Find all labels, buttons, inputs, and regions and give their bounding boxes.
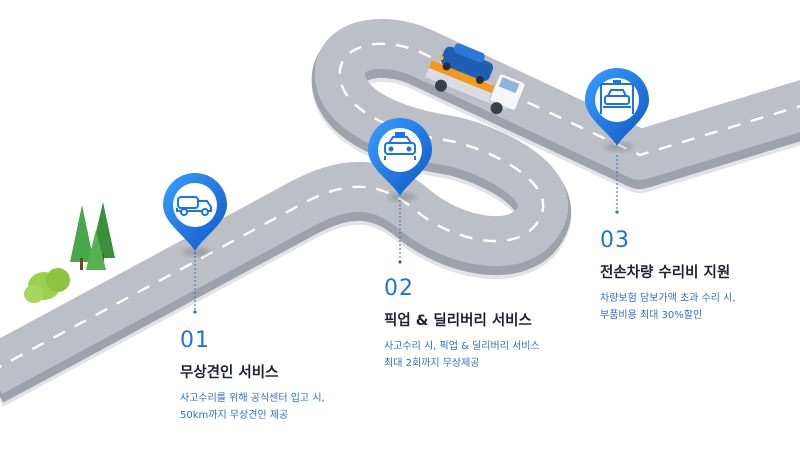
trees: [70, 202, 115, 270]
step-title: 전손차량 수리비 지원: [600, 265, 731, 281]
pin-marker-1: [163, 173, 227, 256]
pin-marker-3: [585, 68, 649, 151]
step-number: 01: [180, 328, 210, 353]
tow-truck-icon: [176, 196, 212, 216]
step-description-line: 50km까지 무상견인 제공: [180, 410, 289, 421]
leader-lines: [194, 155, 618, 312]
bush: [24, 268, 70, 303]
taxi-icon: [384, 132, 416, 160]
step-1: 01 무상견인 서비스 사고수리를 위해 공식센터 입고 시, 50km까지 무…: [180, 328, 325, 424]
step-number: 02: [384, 276, 414, 301]
step-title: 무상견인 서비스: [180, 365, 279, 381]
step-description: 사고수리를 위해 공식센터 입고 시, 50km까지 무상견인 제공: [180, 390, 325, 424]
step-3: 03 전손차량 수리비 지원 차량보험 담보가액 초과 수리 시, 부품비용 최…: [600, 228, 736, 324]
step-2: 02 픽업 & 딜리버리 서비스 사고수리 시, 픽업 & 딜리버리 서비스 최…: [384, 276, 540, 372]
step-description-line: 사고수리 시, 픽업 & 딜리버리 서비스: [384, 341, 540, 352]
tow-truck-illustration: [425, 43, 526, 115]
step-description: 차량보험 담보가액 초과 수리 시, 부품비용 최대 30%할인: [600, 290, 736, 324]
leader-dots: [193, 210, 619, 314]
step-description-line: 차량보험 담보가액 초과 수리 시,: [600, 293, 736, 304]
step-description-line: 사고수리를 위해 공식센터 입고 시,: [180, 393, 325, 404]
step-description: 사고수리 시, 픽업 & 딜리버리 서비스 최대 2회까지 무상제공: [384, 338, 540, 372]
step-title: 픽업 & 딜리버리 서비스: [384, 313, 532, 329]
car-lift-icon: [600, 80, 634, 114]
step-number: 03: [600, 228, 630, 253]
step-description-line: 최대 2회까지 무상제공: [384, 358, 480, 369]
pin-marker-2: [368, 118, 432, 201]
step-description-line: 부품비용 최대 30%할인: [600, 310, 703, 321]
